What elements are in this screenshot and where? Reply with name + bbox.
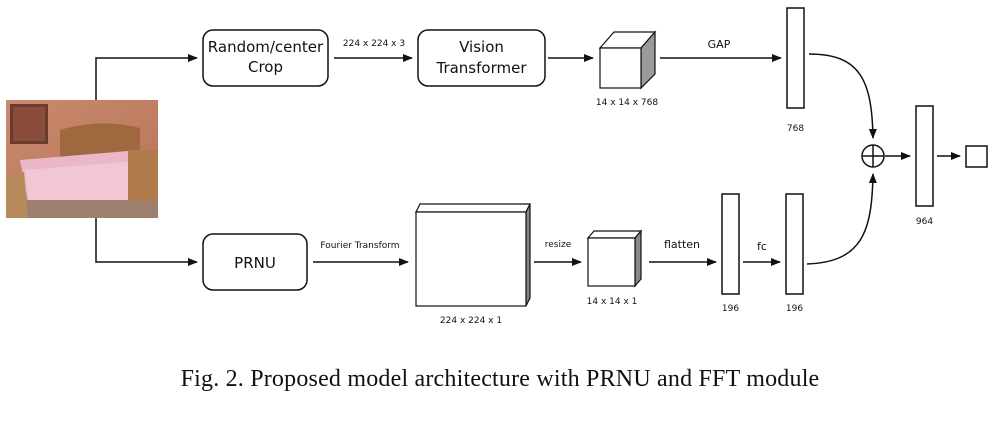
flatten-vector-bar: [721, 193, 740, 295]
fourier-output-square: [415, 203, 531, 307]
fourier-label: Fourier Transform: [320, 241, 399, 251]
fourier-output-dim-label: 224 x 224 x 1: [440, 316, 502, 326]
gap-vector-dim-label: 768: [787, 124, 804, 134]
vit-output-dim-label: 14 x 14 x 768: [596, 98, 658, 108]
gap-to-fusion-arrow: [808, 53, 877, 139]
gap-label: GAP: [708, 38, 731, 51]
crop-node: Random/center Crop: [202, 29, 329, 87]
vit-output-cube: [598, 30, 657, 90]
resized-dim-label: 14 x 14 x 1: [587, 297, 638, 307]
resize-label: resize: [545, 240, 572, 250]
resized-cube: [586, 229, 643, 288]
concat-vector-bar: [915, 105, 934, 207]
figure-caption: Fig. 2. Proposed model architecture with…: [180, 366, 820, 392]
prnu-node: PRNU: [202, 233, 308, 291]
crop-to-vit-dim-label: 224 x 224 x 3: [343, 39, 405, 49]
gap-vector-bar: [786, 7, 805, 109]
fc-vector-bar: [785, 193, 804, 295]
flatten-label: flatten: [664, 238, 700, 251]
vit-label-line1: Vision: [459, 38, 504, 56]
fc-to-fusion-arrow: [806, 173, 877, 265]
fc-label: fc: [757, 240, 767, 253]
crop-label-line2: Crop: [248, 58, 283, 76]
input-bedroom-image: [6, 100, 158, 218]
prnu-label: PRNU: [234, 254, 276, 272]
concat-vector-dim-label: 964: [916, 217, 933, 227]
flatten-vector-dim-label: 196: [722, 304, 739, 314]
vit-label-line2: Transformer: [435, 59, 527, 77]
crop-label-line1: Random/center: [208, 38, 324, 56]
concat-plus-icon: [861, 144, 885, 168]
input-branch-connectors: [95, 54, 198, 266]
output-node: [965, 145, 988, 168]
vit-node: Vision Transformer: [417, 29, 546, 87]
fc-vector-dim-label: 196: [786, 304, 803, 314]
